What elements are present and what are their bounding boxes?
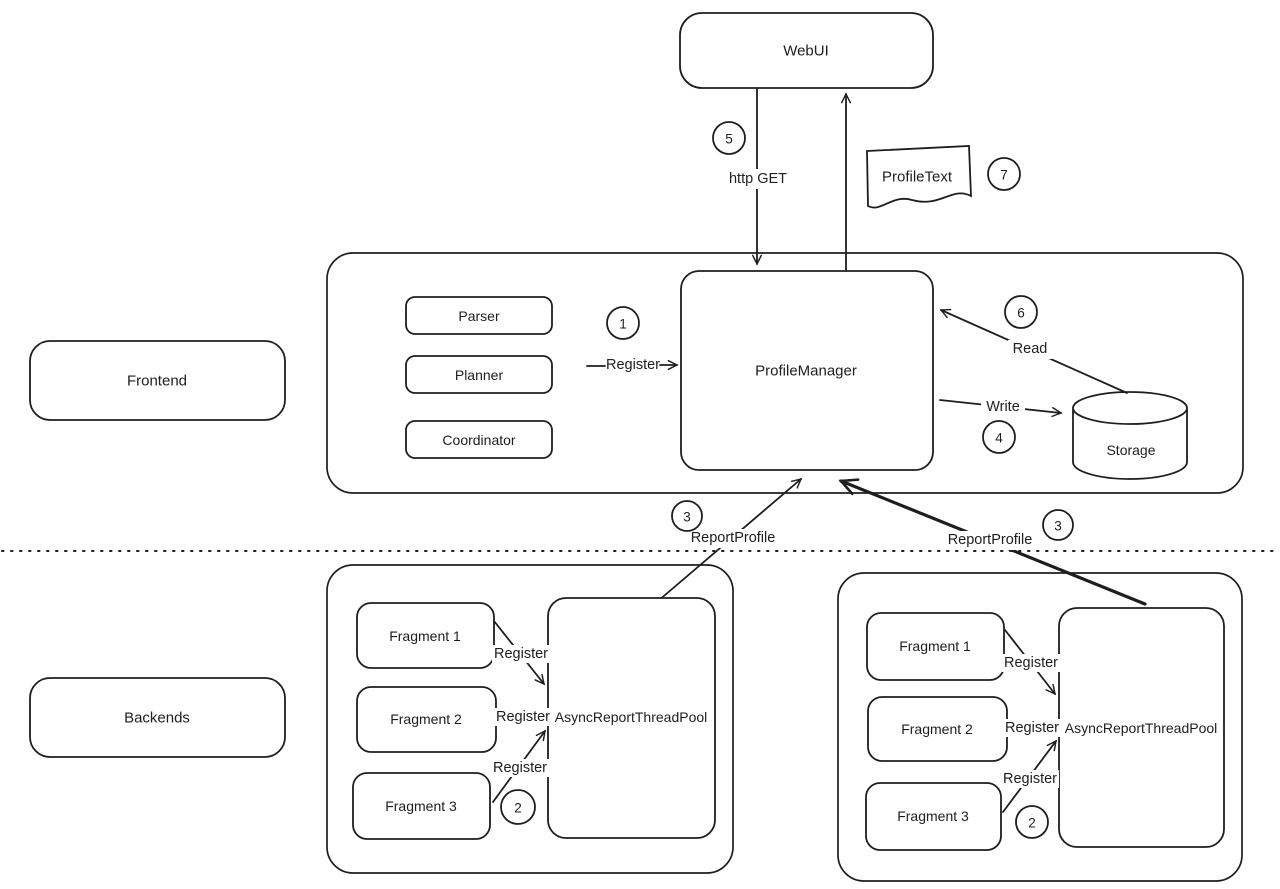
backends-label: Backends: [124, 710, 190, 727]
b1-pool-node: AsyncReportThreadPool: [547, 597, 716, 839]
frontend-label-node: Frontend: [29, 340, 286, 421]
step-6-badge: 6: [1004, 295, 1038, 329]
coordinator-node: Coordinator: [405, 420, 553, 459]
b1-fragment-2-node: Fragment 2: [356, 686, 497, 753]
step-6-number: 6: [1017, 306, 1025, 321]
b2-fragment-1-node: Fragment 1: [866, 612, 1005, 681]
b2-pool-node: AsyncReportThreadPool: [1058, 607, 1225, 848]
step-3-badge-left: 3: [671, 500, 703, 532]
report-profile-right-label: ReportProfile: [945, 531, 1037, 550]
svg-text:Read: Read: [1013, 341, 1048, 357]
b2-fragment-1-label: Fragment 1: [899, 638, 971, 654]
b2-fragment-3-node: Fragment 3: [865, 782, 1002, 851]
storage-node: Storage: [1072, 391, 1188, 480]
planner-label: Planner: [455, 367, 504, 383]
register-arrow-frontend: Register: [586, 357, 679, 373]
coordinator-label: Coordinator: [442, 432, 515, 448]
profile-text-document: ProfileText: [866, 145, 972, 209]
webui-node: WebUI: [679, 12, 934, 89]
b2-pool-label: AsyncReportThreadPool: [1065, 720, 1218, 736]
svg-text:ReportProfile: ReportProfile: [691, 530, 776, 546]
b1-register-label-1: Register: [492, 645, 550, 663]
b2-register-label-1: Register: [1002, 654, 1060, 672]
b1-register-label-2: Register: [494, 708, 552, 726]
step-1-number: 1: [619, 317, 627, 332]
b2-fragment-2-node: Fragment 2: [867, 696, 1008, 762]
backend-cluster-1: [326, 564, 734, 874]
b1-step-2-number: 2: [514, 801, 522, 816]
b2-fragment-2-label: Fragment 2: [901, 721, 973, 737]
svg-text:Register: Register: [1003, 771, 1057, 787]
svg-text:Register: Register: [496, 709, 550, 725]
svg-text:Register: Register: [493, 760, 547, 776]
step-7-number: 7: [1000, 168, 1008, 183]
svg-text:http GET: http GET: [729, 171, 787, 187]
profile-text-label: ProfileText: [882, 169, 953, 186]
b1-fragment-1-node: Fragment 1: [356, 602, 495, 669]
b1-pool-label: AsyncReportThreadPool: [555, 709, 708, 725]
step-5-number: 5: [725, 132, 733, 147]
b1-step-2-badge: 2: [500, 789, 536, 825]
b1-fragment-1-label: Fragment 1: [389, 628, 461, 644]
planner-node: Planner: [405, 355, 553, 394]
register-frontend-label: Register: [606, 357, 660, 373]
svg-text:ReportProfile: ReportProfile: [948, 532, 1033, 548]
svg-text:Register: Register: [494, 646, 548, 662]
profile-manager-node: ProfileManager: [680, 270, 934, 471]
webui-label: WebUI: [783, 43, 829, 60]
parser-node: Parser: [405, 296, 553, 335]
b2-register-label-3: Register: [1001, 770, 1059, 788]
b1-register-label-3: Register: [491, 759, 549, 777]
step-3-number-left: 3: [683, 510, 691, 525]
step-4-badge: 4: [982, 420, 1016, 454]
http-get-edge-label: http GET: [726, 169, 790, 189]
step-3-number-right: 3: [1054, 519, 1062, 534]
backends-label-node: Backends: [29, 677, 286, 758]
report-profile-left-label: ReportProfile: [688, 529, 780, 548]
write-edge-label: Write: [981, 398, 1025, 417]
b2-step-2-badge: 2: [1015, 805, 1049, 839]
b1-fragment-2-label: Fragment 2: [390, 711, 462, 727]
b2-fragment-3-label: Fragment 3: [897, 808, 969, 824]
svg-text:Register: Register: [1004, 655, 1058, 671]
frontend-label: Frontend: [127, 373, 187, 390]
b2-register-label-2: Register: [1003, 719, 1061, 737]
step-7-badge: 7: [987, 157, 1021, 191]
b1-fragment-3-node: Fragment 3: [352, 772, 491, 840]
backend-cluster-2: [837, 572, 1243, 882]
step-4-number: 4: [995, 431, 1003, 446]
svg-text:Write: Write: [986, 399, 1020, 415]
read-edge-label: Read: [1008, 340, 1052, 359]
b2-step-2-number: 2: [1028, 816, 1036, 831]
parser-label: Parser: [458, 308, 500, 324]
b1-fragment-3-label: Fragment 3: [385, 798, 457, 814]
profile-manager-label: ProfileManager: [755, 363, 857, 380]
step-5-badge: 5: [712, 121, 746, 155]
step-3-badge-right: 3: [1042, 509, 1074, 541]
svg-text:Register: Register: [1005, 720, 1059, 736]
step-1-badge: 1: [606, 306, 640, 340]
storage-label: Storage: [1106, 442, 1155, 458]
